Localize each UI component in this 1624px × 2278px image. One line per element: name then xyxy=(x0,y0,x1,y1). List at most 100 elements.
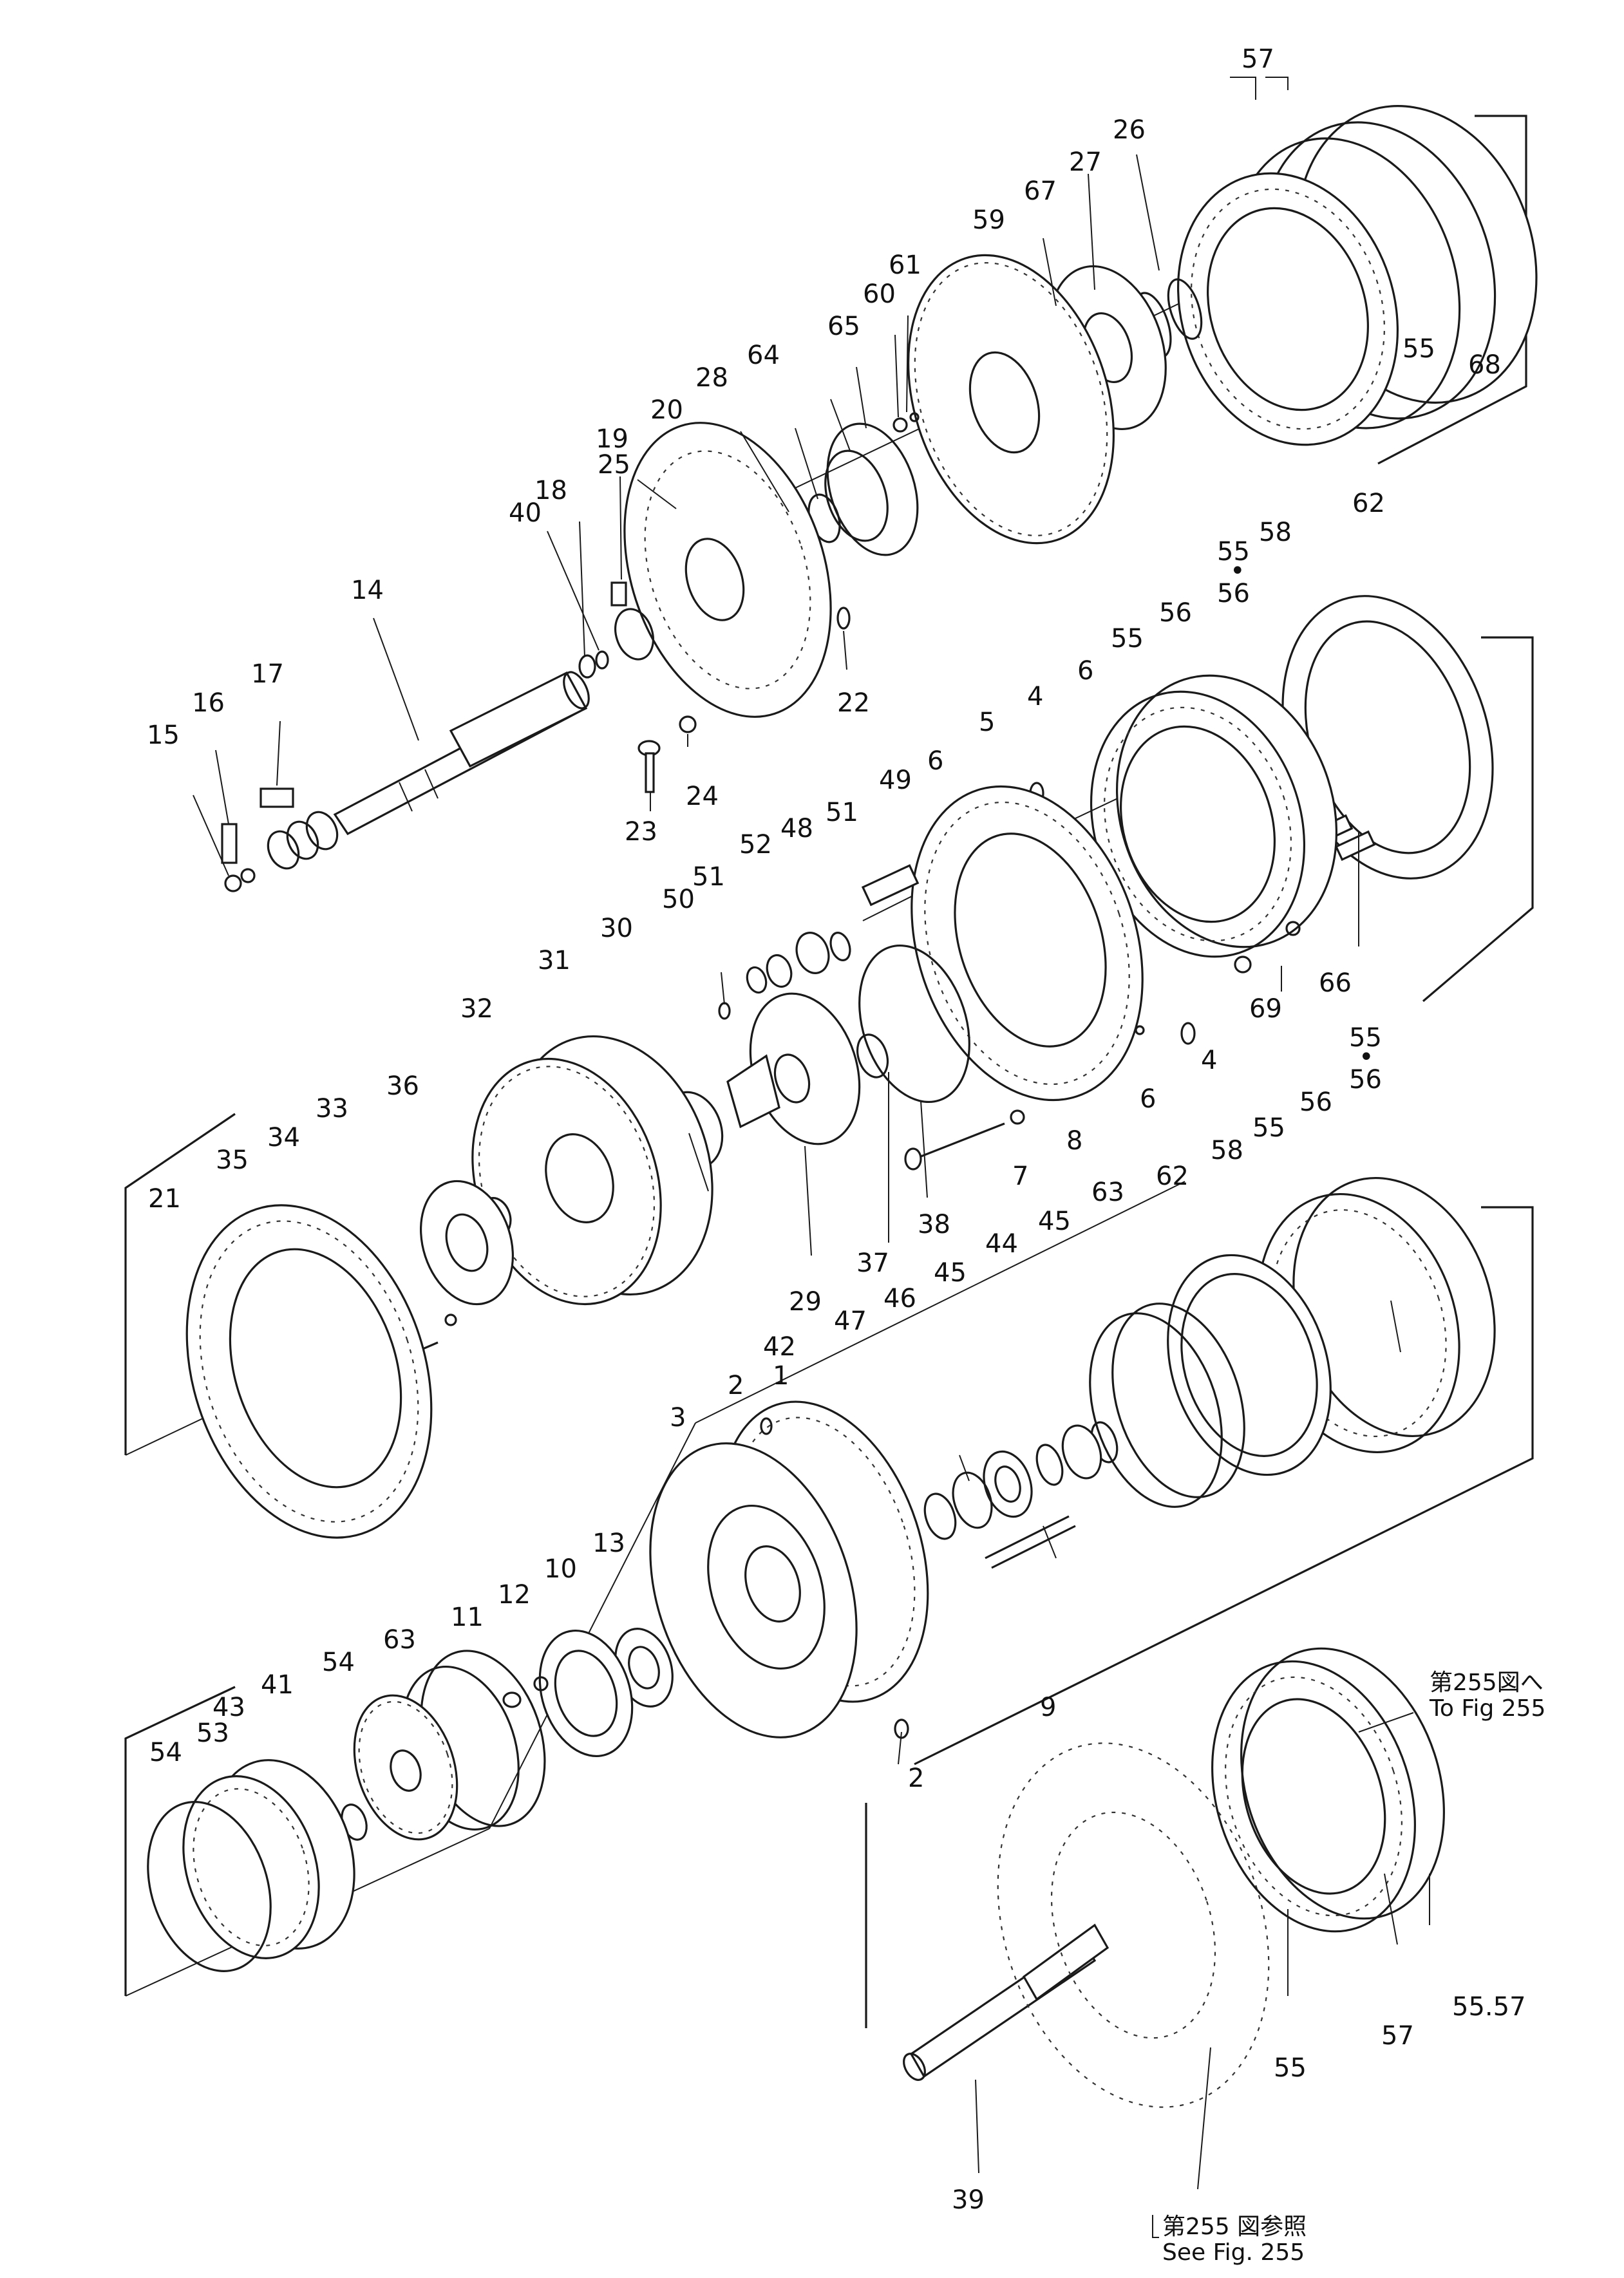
part-17-snap-rings xyxy=(260,787,339,870)
label-24: 24 xyxy=(686,782,719,811)
part-58-plate xyxy=(1167,1254,1332,1476)
label-44: 44 xyxy=(985,1229,1018,1259)
label-55-d: 55 xyxy=(1252,1113,1285,1143)
label-66: 66 xyxy=(1319,968,1352,998)
part-9-rod xyxy=(985,1515,1076,1569)
label-67: 67 xyxy=(1024,176,1057,206)
label-26: 26 xyxy=(1113,115,1146,145)
reference-to-fig-255: 第255図へ To Fig 255 xyxy=(1429,1670,1545,1722)
part-14-shaft xyxy=(333,671,590,836)
label-37: 37 xyxy=(856,1248,889,1278)
part-62-ring xyxy=(1111,1303,1245,1498)
part-16-collar xyxy=(221,823,238,864)
label-57-top: 57 xyxy=(1242,44,1274,74)
label-56-a: 56 xyxy=(1217,579,1250,608)
label-16: 16 xyxy=(192,688,225,718)
label-46: 46 xyxy=(883,1284,916,1313)
label-60: 60 xyxy=(863,279,896,309)
label-6-b: 6 xyxy=(927,746,943,776)
ref-to-fig-en: To Fig 255 xyxy=(1429,1695,1545,1722)
label-58-a: 58 xyxy=(1259,518,1292,547)
label-34: 34 xyxy=(267,1123,300,1153)
label-55-f: 55 xyxy=(1402,334,1435,364)
label-64: 64 xyxy=(747,341,780,370)
part-38-ring xyxy=(858,944,970,1104)
part-22-pin xyxy=(836,607,851,630)
label-4-a: 4 xyxy=(1027,682,1043,711)
part-11-bolt xyxy=(502,1691,522,1708)
label-54-b: 54 xyxy=(149,1738,182,1767)
group-bracket-lower xyxy=(124,1206,1534,1996)
label-17: 17 xyxy=(251,659,284,689)
part-61-ball xyxy=(909,412,920,422)
part-32-ring-gear xyxy=(471,1035,713,1306)
label-40: 40 xyxy=(509,498,542,528)
label-29: 29 xyxy=(789,1287,822,1317)
part-30-carrier xyxy=(726,992,861,1145)
part-49-pin xyxy=(861,864,920,907)
label-63-a: 63 xyxy=(1091,1178,1124,1207)
label-dot-b: • xyxy=(1359,1042,1374,1072)
label-54-a: 54 xyxy=(322,1648,355,1677)
ref-to-fig-jp: 第255図へ xyxy=(1430,1670,1544,1696)
part-69-ring xyxy=(1234,921,1301,974)
label-48: 48 xyxy=(780,814,813,843)
part-37-ring xyxy=(856,1033,889,1078)
part-54-snap-ring-b xyxy=(147,1801,272,1972)
part-33-plate xyxy=(419,1180,515,1306)
label-55-c: 55 xyxy=(1349,1023,1382,1053)
label-61: 61 xyxy=(889,250,921,280)
label-10: 10 xyxy=(544,1554,577,1584)
group-bracket-middle xyxy=(124,636,1534,1455)
label-4-b: 4 xyxy=(1201,1046,1217,1075)
part-21-internal-gear xyxy=(185,1204,433,1539)
part-26-snap-ring xyxy=(1167,278,1203,340)
label-55-e: 55 xyxy=(1274,2053,1307,2083)
label-58-b: 58 xyxy=(1211,1136,1243,1165)
label-27: 27 xyxy=(1069,147,1102,177)
label-11: 11 xyxy=(451,1603,484,1632)
label-39: 39 xyxy=(952,2185,985,2215)
part-15-ball xyxy=(224,868,256,892)
label-32: 32 xyxy=(460,994,493,1024)
part-46-bearing xyxy=(983,1450,1033,1518)
label-3: 3 xyxy=(670,1403,686,1433)
label-51-b: 51 xyxy=(692,862,725,892)
part-47-ring xyxy=(952,1471,993,1529)
label-65: 65 xyxy=(827,312,860,341)
label-28: 28 xyxy=(695,363,728,393)
label-55-dot-56-a: 55 xyxy=(1217,537,1250,567)
part-5-plate xyxy=(911,785,1144,1102)
part-64-ring xyxy=(824,449,889,542)
part-3-housing xyxy=(649,1442,858,1738)
label-53: 53 xyxy=(196,1718,229,1748)
label-59: 59 xyxy=(972,205,1005,235)
part-40-bearing xyxy=(578,654,596,679)
label-50: 50 xyxy=(662,885,695,914)
part-41-gear xyxy=(353,1694,458,1841)
label-6-a: 6 xyxy=(1077,656,1093,686)
label-42: 42 xyxy=(763,1332,796,1362)
label-68: 68 xyxy=(1468,350,1501,380)
label-36: 36 xyxy=(386,1071,419,1101)
label-31: 31 xyxy=(538,946,571,975)
label-49: 49 xyxy=(879,766,912,795)
part-19-disc xyxy=(623,422,832,718)
label-41: 41 xyxy=(261,1670,294,1700)
part-44-bearing xyxy=(1061,1424,1102,1480)
part-50-pin xyxy=(718,1002,731,1020)
label-dot-a: • xyxy=(1230,556,1245,586)
label-43: 43 xyxy=(212,1693,245,1722)
label-8: 8 xyxy=(1066,1126,1082,1156)
label-1: 1 xyxy=(773,1361,789,1391)
reference-see-fig-255: 第255 図参照 See Fig. 255 xyxy=(1162,2214,1307,2266)
part-51-washer-a xyxy=(829,932,851,961)
label-38: 38 xyxy=(918,1210,950,1239)
part-55-57-clutch xyxy=(1211,1647,1445,1933)
part-23-bolt xyxy=(637,740,661,793)
label-62-a: 62 xyxy=(1352,489,1385,518)
label-56-d: 56 xyxy=(1299,1087,1332,1117)
leader-lines xyxy=(193,77,1430,2238)
part-48-gear xyxy=(795,932,830,974)
